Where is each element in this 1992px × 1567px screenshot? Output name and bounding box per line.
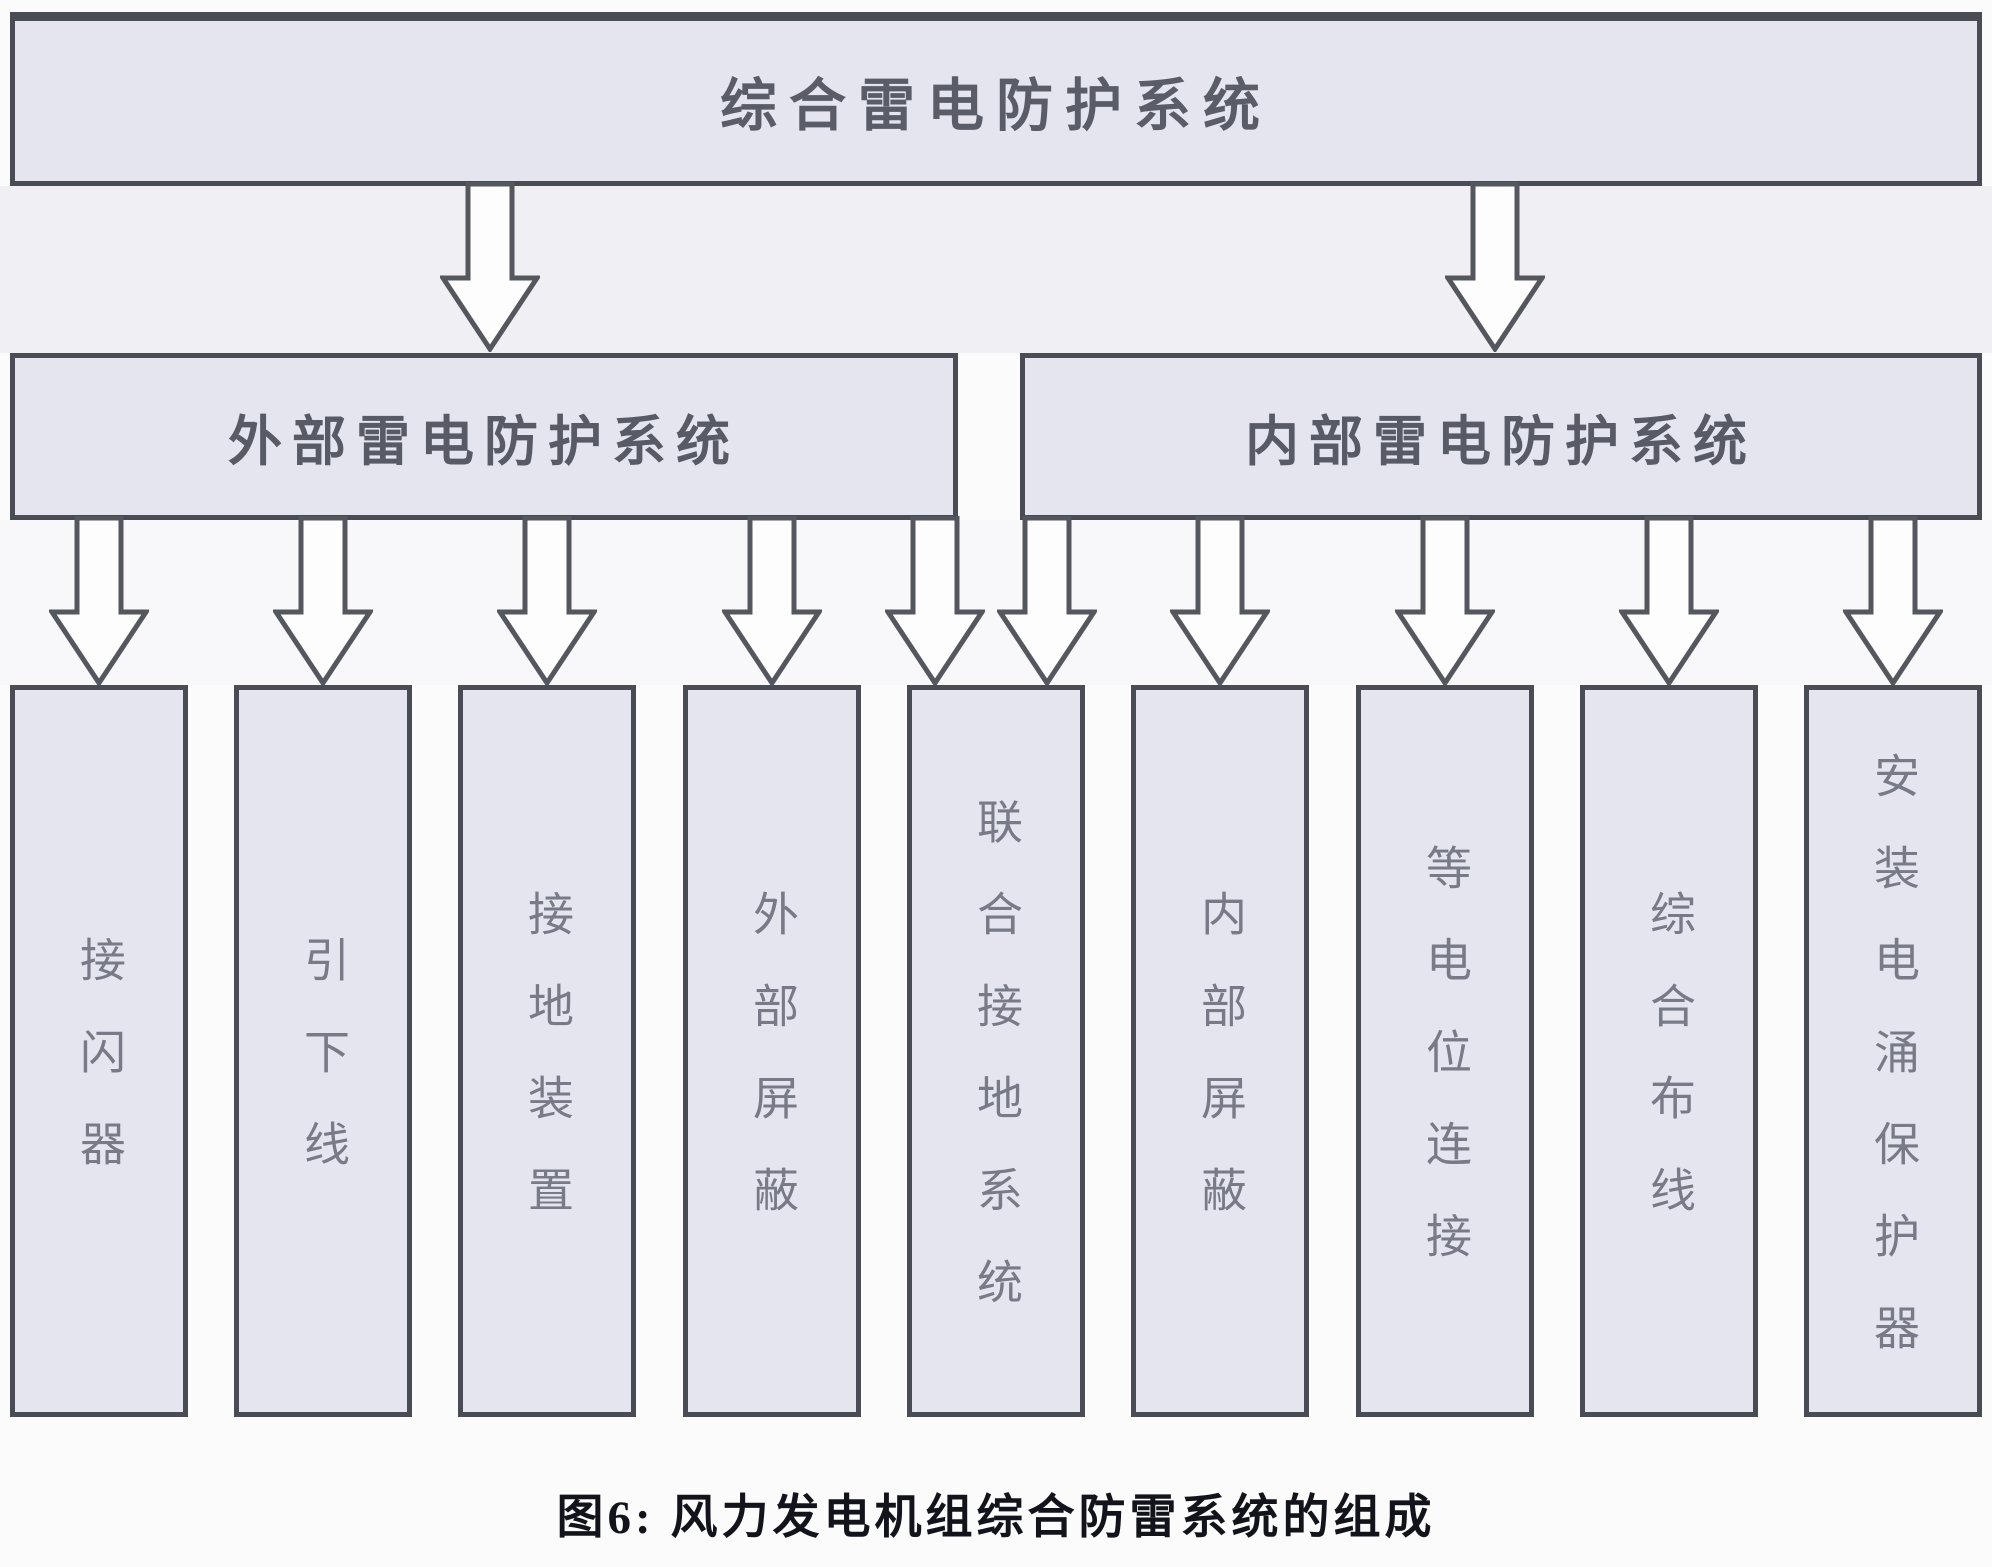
down-arrow-icon-root-to-internal [1445,182,1545,352]
leaf-node-label: 等电位连接 [1420,844,1471,1304]
figure-caption: 图6: 风力发电机组综合防雷系统的组成 [556,1492,1436,1544]
down-arrow-icon-to-surge-protector [1843,516,1943,686]
root-node-label: 综合雷电防护系统 [720,75,1272,138]
leaf-node-equipotential-bonding: 等电位连接 [1356,685,1534,1417]
branch-node-external-label: 外部雷电防护系统 [228,412,740,472]
leaf-node-surge-protector: 安装电涌保护器 [1804,685,1982,1417]
leaf-node-label: 联合接地系统 [971,798,1022,1350]
down-arrow-icon-to-integrated-cabling [1619,516,1719,686]
leaf-node-label: 接地装置 [522,890,573,1258]
leaf-node-common-earthing-system: 联合接地系统 [907,685,1085,1417]
leaf-node-label: 内部屏蔽 [1195,890,1246,1258]
down-arrow-icon-root-to-external [440,182,540,352]
branch-node-internal-label: 内部雷电防护系统 [1245,412,1757,472]
leaf-node-label: 外部屏蔽 [747,890,798,1258]
leaf-node-earthing-device: 接地装置 [458,685,636,1417]
leaf-node-integrated-cabling: 综合布线 [1580,685,1758,1417]
root-node: 综合雷电防护系统 [10,12,1982,186]
down-arrow-icon-external-to-common-earthing [885,516,985,686]
down-arrow-icon-to-equipotential-bonding [1395,516,1495,686]
background-band-upper [0,186,1992,353]
leaf-node-label: 接闪器 [74,936,125,1212]
leaf-node-internal-shielding: 内部屏蔽 [1131,685,1309,1417]
down-arrow-icon-to-earthing-device [497,516,597,686]
branch-node-internal: 内部雷电防护系统 [1020,353,1982,520]
down-arrow-icon-to-internal-shielding [1170,516,1270,686]
leaf-node-down-conductor: 引下线 [234,685,412,1417]
down-arrow-icon-to-down-conductor [273,516,373,686]
branch-node-external: 外部雷电防护系统 [10,353,958,520]
leaf-node-air-termination: 接闪器 [10,685,188,1417]
down-arrow-icon-to-air-termination [49,516,149,686]
leaf-node-label: 引下线 [298,936,349,1212]
down-arrow-icon-internal-to-common-earthing [997,516,1097,686]
leaf-node-external-shielding: 外部屏蔽 [683,685,861,1417]
leaf-node-label: 安装电涌保护器 [1868,752,1919,1396]
leaf-node-label: 综合布线 [1644,890,1695,1258]
down-arrow-icon-to-external-shielding [722,516,822,686]
